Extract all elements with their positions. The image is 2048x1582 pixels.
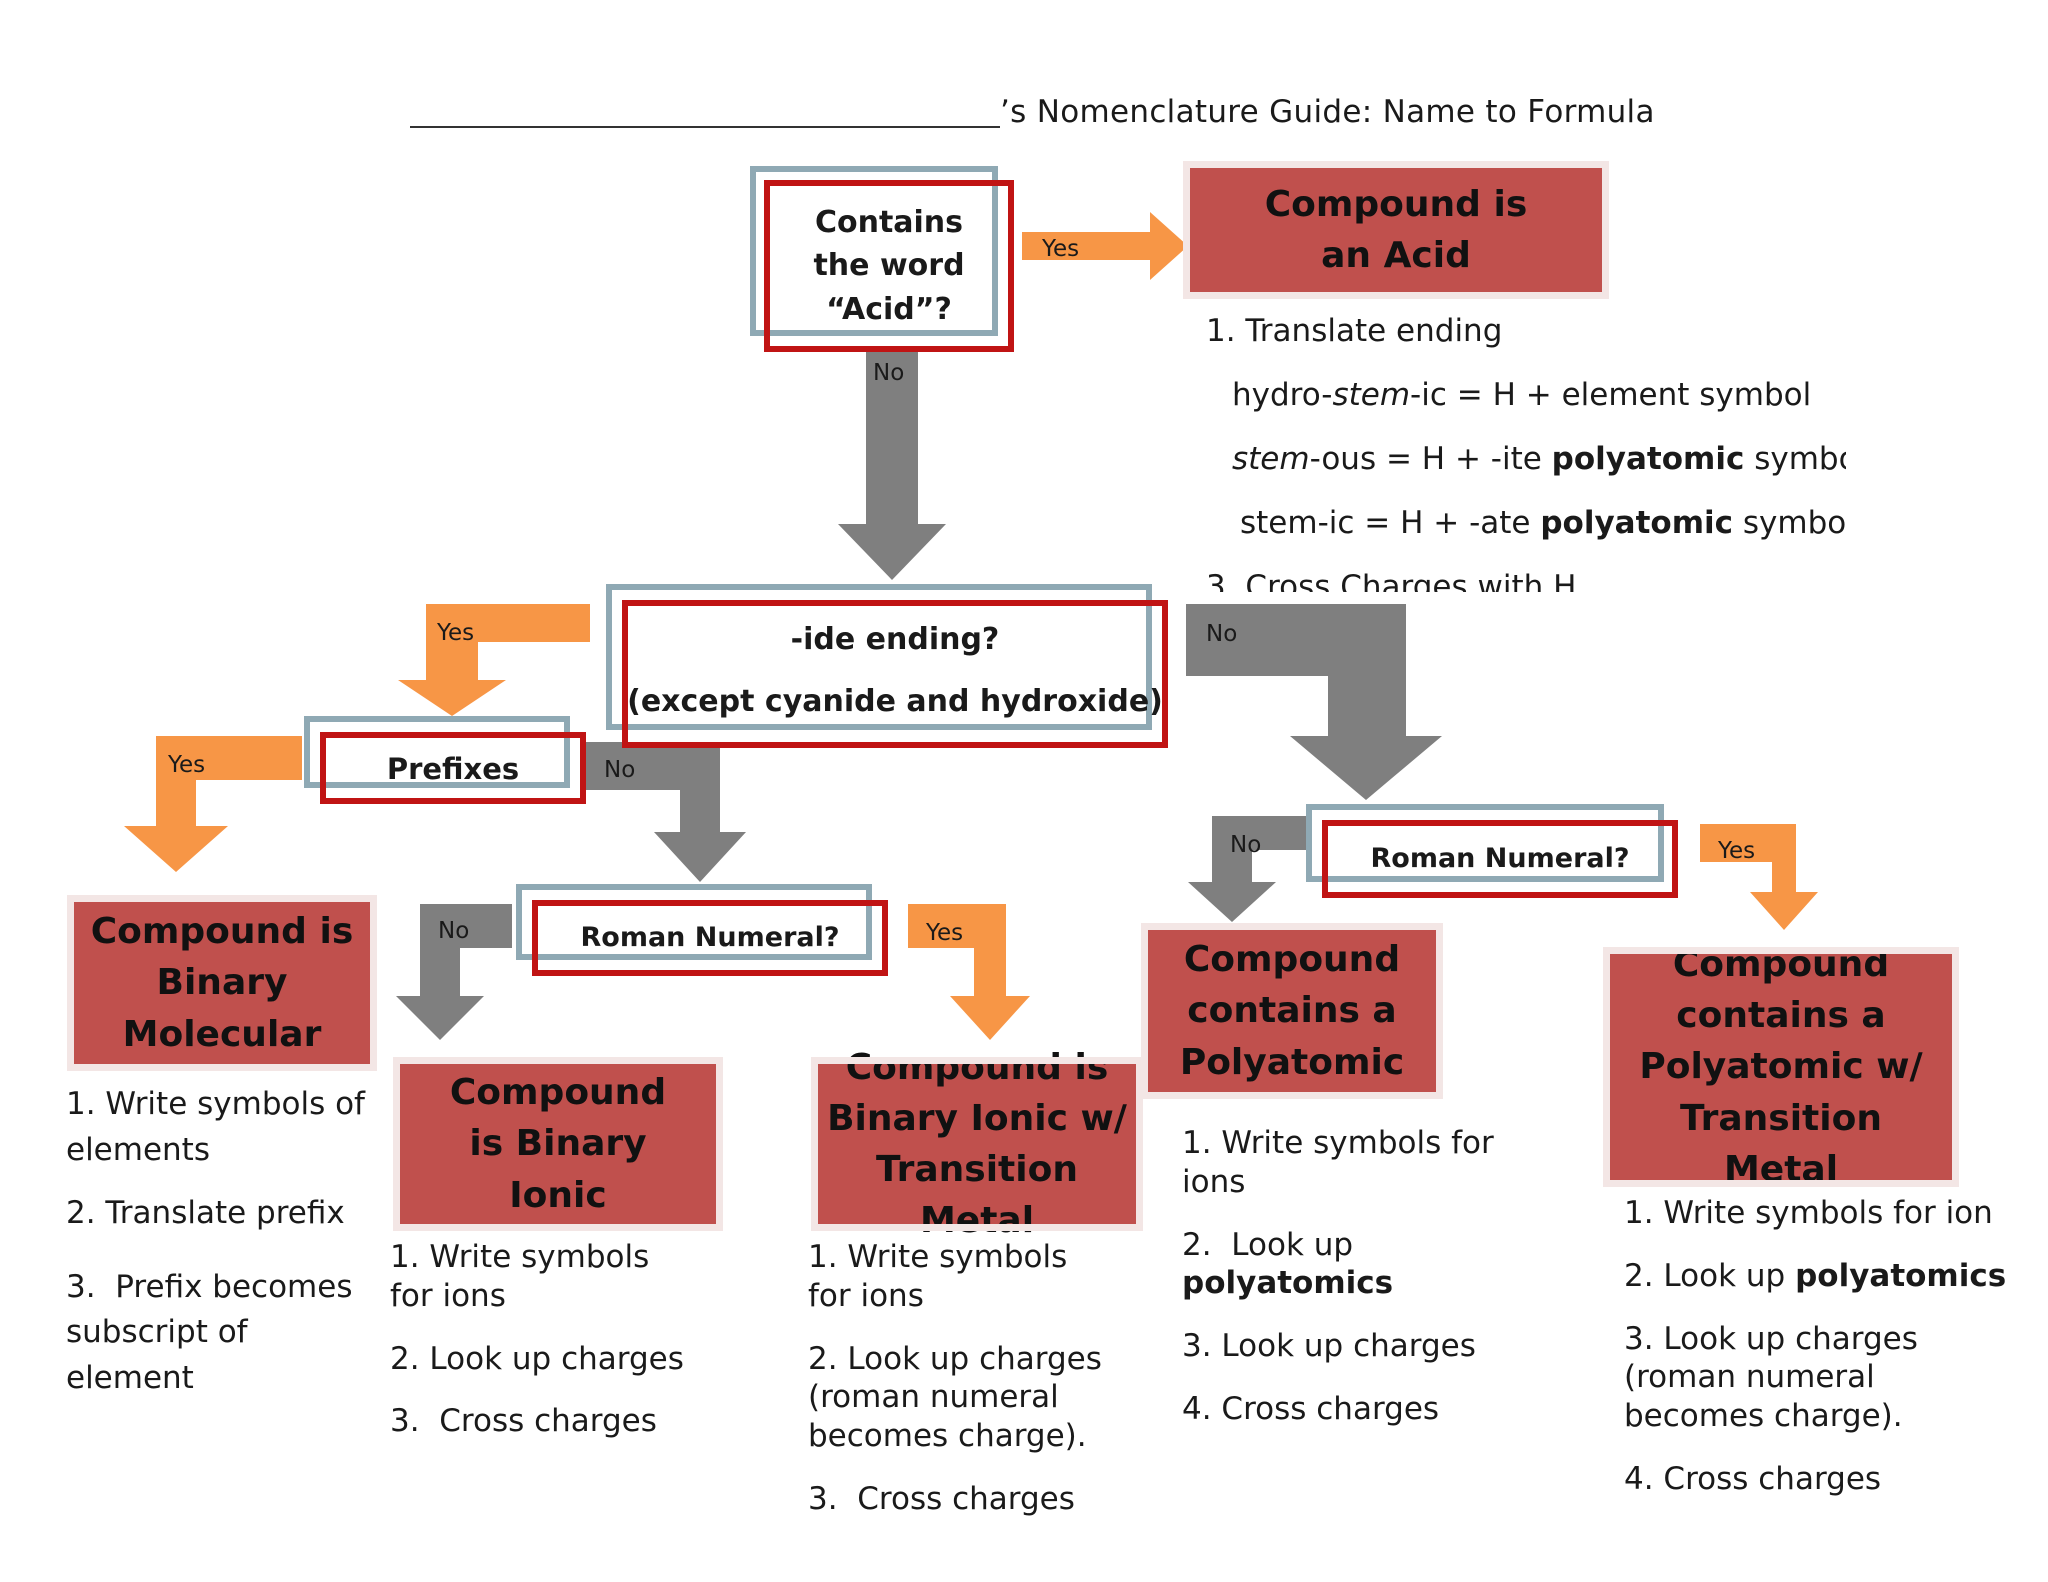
step-item: 4. Cross charges: [1624, 1460, 1882, 1497]
step-item: 2. Look up charges: [390, 1340, 684, 1377]
step-item: 3. Look up charges: [1182, 1328, 1476, 1364]
result-binary-molecular: Compound is Binary Molecular: [67, 895, 377, 1071]
binary-molecular-steps: 1. Write symbols of elements 2. Translat…: [66, 1082, 366, 1402]
ide-question-box: -ide ending? (except cyanide and hydroxi…: [606, 584, 1168, 748]
acid-step-1: 1. Translate ending: [1206, 313, 1503, 349]
roman-left-question-text: Roman Numeral?: [580, 922, 840, 954]
ide-yes-label: Yes: [436, 620, 474, 646]
acid-no-arrow: [838, 348, 946, 580]
step-item: 1. Write symbols for ions: [808, 1239, 1078, 1314]
roman-right-no-label: No: [1230, 832, 1261, 858]
step-item: 2. Look up charges (roman numeral become…: [808, 1340, 1112, 1455]
result-binary-ionic: Compound is Binary Ionic: [393, 1057, 723, 1231]
ide-no-arrow: [1186, 604, 1442, 800]
ide-yes-arrow: [398, 604, 590, 716]
result-binary-ionic-tm: Compound is Binary Ionic w/ Transition M…: [811, 1047, 1143, 1241]
step-item: 3. Cross charges: [808, 1480, 1075, 1517]
roman-right-question-text: Roman Numeral?: [1370, 843, 1630, 875]
step-item: 1. Write symbols for ions: [1182, 1125, 1504, 1200]
prefixes-yes-arrow: [124, 736, 302, 872]
roman-left-no-arrow: [396, 904, 512, 1040]
step-item: 2. Look up polyatomics: [1624, 1257, 2007, 1294]
binary-ionic-tm-steps: 1. Write symbols for ions 2. Look up cha…: [808, 1238, 1108, 1519]
acid-question-box: Contains the word “Acid”?: [750, 166, 1014, 352]
prefixes-no-label: No: [604, 757, 635, 783]
prefixes-yes-label: Yes: [167, 752, 205, 778]
acid-rule-3: stem-ic = H + -ate polyatomic symbol: [1240, 505, 1846, 541]
step-item: 1. Write symbols of elements: [66, 1086, 375, 1168]
polyatomic-tm-steps: 1. Write symbols for ion 2. Look up poly…: [1624, 1194, 2024, 1499]
roman-left-yes-label: Yes: [925, 920, 963, 946]
roman-right-yes-label: Yes: [1717, 838, 1755, 864]
step-item: 2. Translate prefix: [66, 1194, 345, 1231]
result-polyatomic-tm: Compound contains a Polyatomic w/ Transi…: [1603, 944, 1959, 1190]
acid-yes-label: Yes: [1041, 236, 1079, 262]
ide-no-label: No: [1206, 621, 1237, 647]
acid-rule-1: hydro-stem-ic = H + element symbol: [1232, 377, 1812, 413]
step-item: 3. Cross charges: [390, 1403, 657, 1440]
binary-ionic-steps: 1. Write symbols for ions 2. Look up cha…: [390, 1238, 700, 1441]
page-title: ’s Nomenclature Guide: Name to Formula: [1000, 94, 1655, 130]
prefixes-question-text: Prefixes: [386, 751, 520, 786]
acid-rule-2: stem-ous = H + -ite polyatomic symbol: [1232, 441, 1846, 477]
ide-question-text: -ide ending?: [790, 622, 1000, 657]
roman-left-yes-arrow: [908, 904, 1030, 1040]
name-blank-line: [410, 126, 1000, 128]
roman-right-no-arrow: [1188, 816, 1306, 922]
step-item: 3. Prefix becomes subscript of element: [66, 1268, 363, 1397]
result-acid: Compound is an Acid: [1183, 161, 1609, 299]
acid-step-3: 3. Cross Charges with H: [1206, 569, 1577, 592]
roman-right-yes-arrow: [1700, 824, 1818, 930]
step-item: 1. Write symbols for ion: [1624, 1195, 1993, 1231]
acid-question-text: Contains the word “Acid”?: [813, 204, 965, 327]
result-polyatomic: Compound contains a Polyatomic: [1141, 923, 1443, 1099]
roman-left-no-label: No: [438, 918, 469, 944]
acid-steps: 1. Translate ending hydro-stem-ic = H + …: [1206, 312, 1846, 592]
roman-left-question-box: Roman Numeral?: [516, 884, 888, 976]
step-item: 1. Write symbols for ions: [390, 1239, 660, 1314]
prefixes-no-arrow: [586, 742, 746, 882]
roman-right-question-box: Roman Numeral?: [1306, 804, 1678, 898]
step-item: 4. Cross charges: [1182, 1390, 1440, 1427]
step-item: 3. Look up charges (roman numeral become…: [1624, 1320, 1928, 1435]
acid-yes-arrow: [1022, 212, 1188, 280]
acid-no-label: No: [873, 360, 904, 386]
prefixes-question-box: Prefixes: [304, 716, 586, 804]
ide-question-exception: (except cyanide and hydroxide): [627, 684, 1163, 719]
